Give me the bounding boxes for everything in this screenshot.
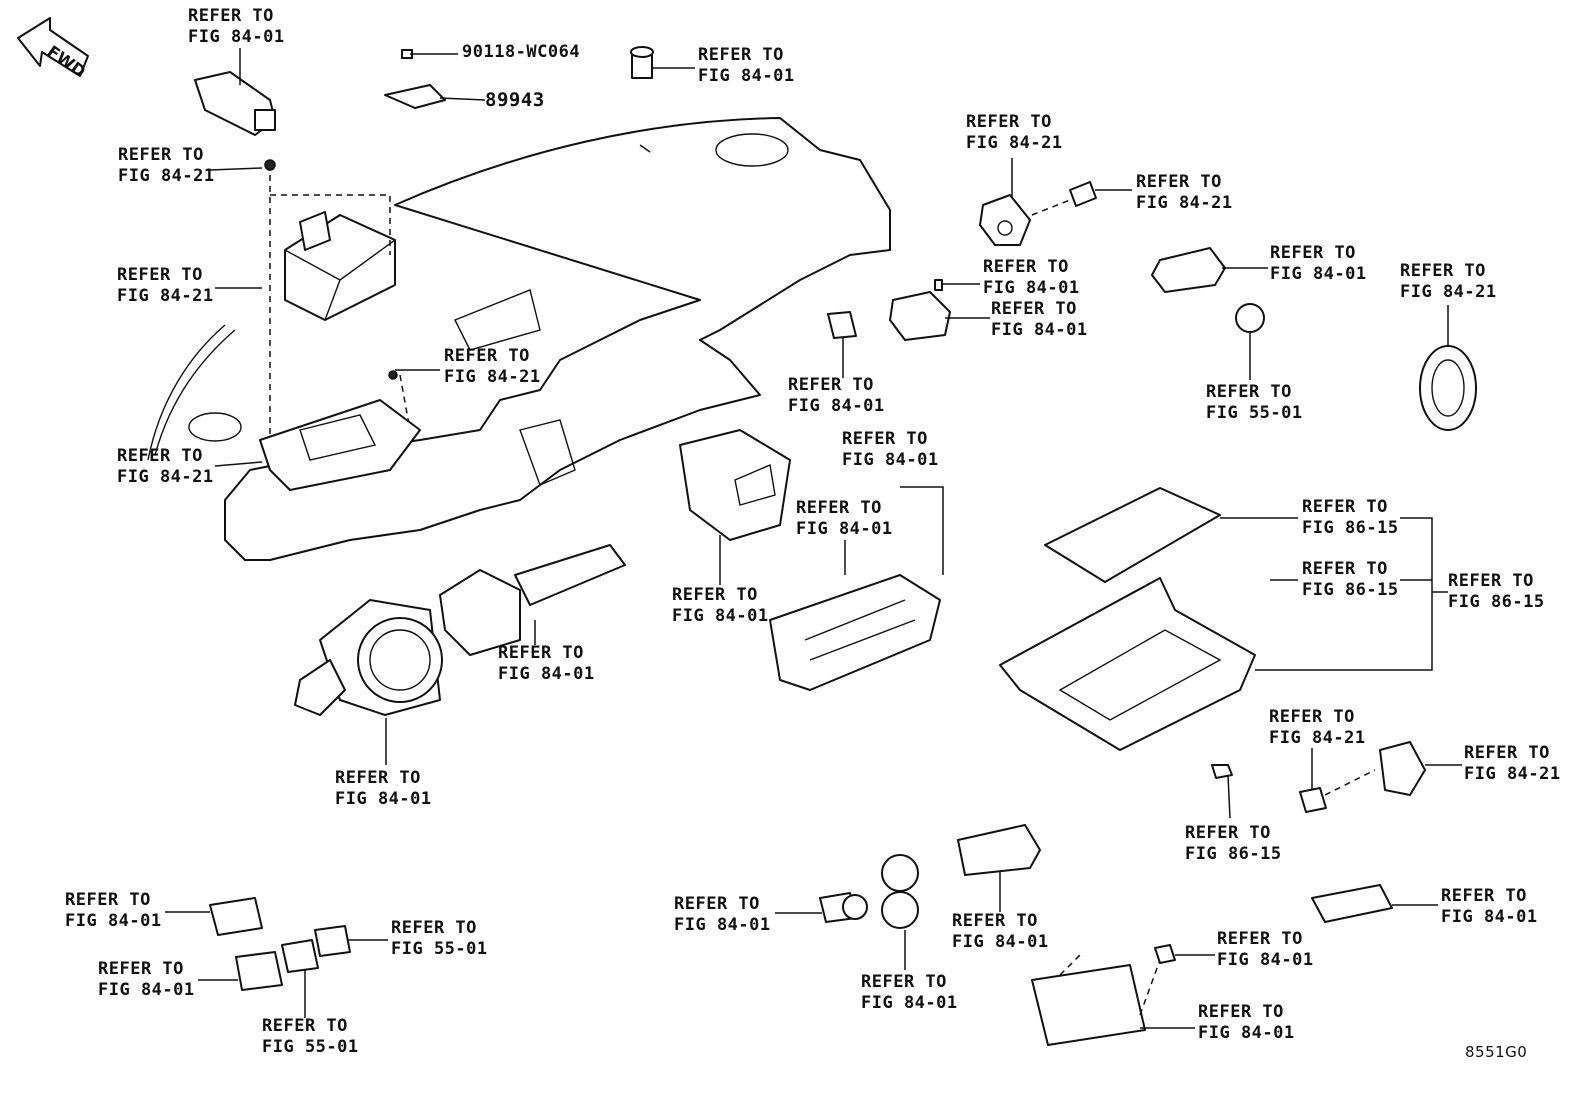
part-number-screw: 90118-WC064	[462, 42, 581, 62]
combination-switch-assembly	[294, 544, 626, 765]
clip-part	[630, 46, 695, 79]
stop-lamp-switch	[194, 48, 276, 136]
diagram-code: 8551G0	[1465, 1043, 1528, 1061]
airbag-sensor-assembly	[259, 159, 421, 491]
center-switches	[827, 279, 990, 378]
console-screw	[1211, 764, 1233, 819]
bottom-middle-parts	[775, 824, 1438, 1046]
usb-port	[1151, 247, 1268, 380]
console-box	[999, 487, 1448, 751]
lower-right-sensor	[1299, 741, 1462, 813]
lower-pad-and-switch-base	[679, 429, 944, 691]
part-number-bracket: 89943	[485, 89, 545, 111]
fwd-arrow-icon: FWD	[17, 17, 89, 81]
side-sensor-and-bolt	[979, 158, 1132, 246]
screw-and-bracket	[384, 49, 486, 109]
leader-lines	[209, 167, 721, 645]
bottom-left-switches	[165, 897, 388, 1018]
right-spiral-part	[1419, 305, 1477, 431]
